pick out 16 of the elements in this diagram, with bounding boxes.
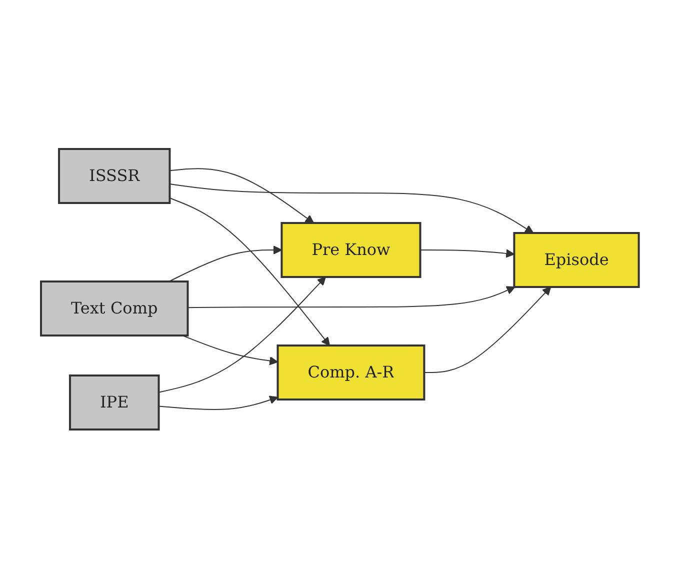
arrow	[423, 286, 551, 373]
node-box: IPE	[68, 374, 160, 430]
arrow	[168, 183, 534, 234]
node-box: Episode	[512, 232, 640, 288]
arrow	[419, 248, 514, 258]
arrow	[181, 334, 278, 365]
arrow	[158, 276, 326, 393]
arrow	[186, 286, 515, 308]
arrow	[168, 168, 314, 224]
node-box: Comp. A-R	[276, 344, 425, 400]
arrow	[158, 395, 278, 410]
node-box: Text Comp	[40, 280, 188, 336]
arrow	[168, 245, 282, 282]
arrow	[168, 197, 330, 346]
node-box: ISSSR	[58, 148, 170, 204]
node-box: Pre Know	[280, 222, 421, 278]
